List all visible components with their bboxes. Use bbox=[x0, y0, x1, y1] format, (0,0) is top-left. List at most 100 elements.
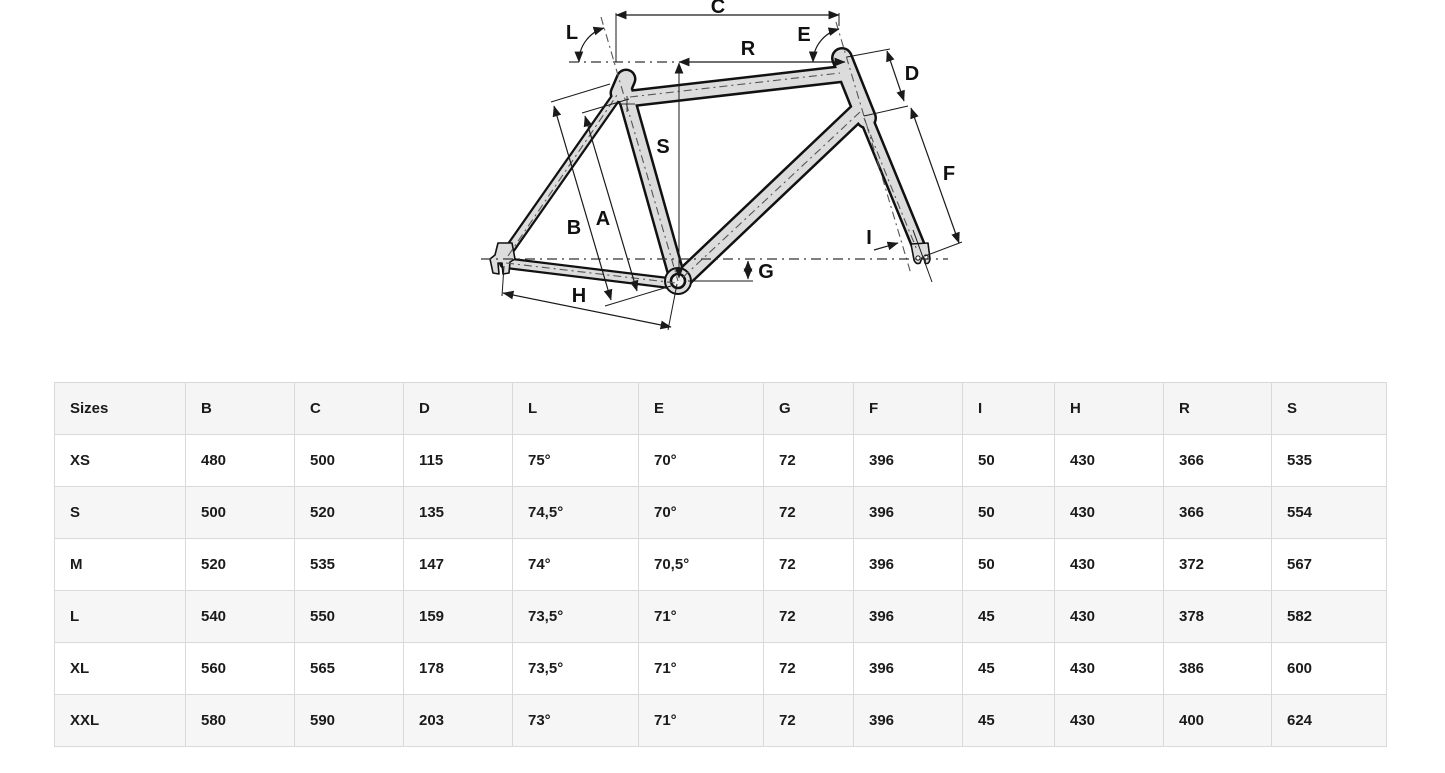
label-R: R bbox=[741, 38, 756, 60]
value-cell: 600 bbox=[1271, 642, 1387, 695]
table-row-l: L 540 550 159 73,5° 71° 72 396 45 430 37… bbox=[54, 590, 1387, 643]
value-cell: 550 bbox=[294, 590, 404, 643]
rear-dropout bbox=[489, 242, 516, 275]
value-cell: 135 bbox=[403, 486, 513, 539]
dimension-A bbox=[581, 98, 639, 292]
column-header-e: E bbox=[638, 382, 764, 435]
column-header-g: G bbox=[763, 382, 854, 435]
dimension-C bbox=[615, 10, 840, 62]
value-cell: 71° bbox=[638, 642, 764, 695]
label-C: C bbox=[711, 0, 725, 18]
value-cell: 396 bbox=[853, 642, 963, 695]
value-cell: 72 bbox=[763, 694, 854, 747]
front-dropout-hole-left bbox=[915, 255, 921, 261]
value-cell: 565 bbox=[294, 642, 404, 695]
value-cell: 73,5° bbox=[512, 590, 639, 643]
frame-fill bbox=[501, 49, 926, 288]
value-cell: 400 bbox=[1163, 694, 1272, 747]
value-cell: 366 bbox=[1163, 434, 1272, 487]
value-cell: 560 bbox=[185, 642, 295, 695]
frame-geometry-svg: C L R E D F S B A H G I bbox=[481, 0, 963, 331]
value-cell: 430 bbox=[1054, 538, 1164, 591]
dimension-H bbox=[501, 265, 678, 331]
value-cell: 396 bbox=[853, 486, 963, 539]
label-E: E bbox=[797, 24, 810, 46]
table-row-m: M 520 535 147 74° 70,5° 72 396 50 430 37… bbox=[54, 538, 1387, 591]
value-cell: 115 bbox=[403, 434, 513, 487]
value-cell: 590 bbox=[294, 694, 404, 747]
value-cell: 500 bbox=[294, 434, 404, 487]
column-header-f: F bbox=[853, 382, 963, 435]
label-D: D bbox=[905, 63, 919, 85]
value-cell: 535 bbox=[294, 538, 404, 591]
value-cell: 500 bbox=[185, 486, 295, 539]
value-cell: 147 bbox=[403, 538, 513, 591]
value-cell: 580 bbox=[185, 694, 295, 747]
table-row-xl: XL 560 565 178 73,5° 71° 72 396 45 430 3… bbox=[54, 642, 1387, 695]
dimension-D bbox=[846, 48, 909, 117]
value-cell: 72 bbox=[763, 590, 854, 643]
label-F: F bbox=[943, 163, 955, 185]
value-cell: 72 bbox=[763, 642, 854, 695]
value-cell: 45 bbox=[962, 590, 1055, 643]
value-cell: 50 bbox=[962, 434, 1055, 487]
value-cell: 386 bbox=[1163, 642, 1272, 695]
value-cell: 554 bbox=[1271, 486, 1387, 539]
value-cell: 178 bbox=[403, 642, 513, 695]
value-cell: 70,5° bbox=[638, 538, 764, 591]
column-header-d: D bbox=[403, 382, 513, 435]
value-cell: 396 bbox=[853, 538, 963, 591]
value-cell: 396 bbox=[853, 694, 963, 747]
value-cell: 71° bbox=[638, 590, 764, 643]
value-cell: 159 bbox=[403, 590, 513, 643]
dimension-G bbox=[688, 260, 753, 282]
dimension-E-arc bbox=[808, 27, 840, 63]
column-header-r: R bbox=[1163, 382, 1272, 435]
front-dropout bbox=[910, 242, 931, 265]
value-cell: 540 bbox=[185, 590, 295, 643]
value-cell: 45 bbox=[962, 642, 1055, 695]
value-cell: 72 bbox=[763, 486, 854, 539]
table-row-s: S 500 520 135 74,5° 70° 72 396 50 430 36… bbox=[54, 486, 1387, 539]
value-cell: 70° bbox=[638, 486, 764, 539]
value-cell: 70° bbox=[638, 434, 764, 487]
value-cell: 567 bbox=[1271, 538, 1387, 591]
value-cell: 430 bbox=[1054, 590, 1164, 643]
label-G: G bbox=[758, 261, 774, 283]
value-cell: 74° bbox=[512, 538, 639, 591]
value-cell: 480 bbox=[185, 434, 295, 487]
table-row-xs: XS 480 500 115 75° 70° 72 396 50 430 366… bbox=[54, 434, 1387, 487]
column-header-h: H bbox=[1054, 382, 1164, 435]
seat-cluster-tick bbox=[619, 96, 635, 112]
column-header-l: L bbox=[512, 382, 639, 435]
value-cell: 71° bbox=[638, 694, 764, 747]
column-header-c: C bbox=[294, 382, 404, 435]
size-cell: XXL bbox=[54, 694, 186, 747]
label-S: S bbox=[656, 136, 669, 158]
value-cell: 535 bbox=[1271, 434, 1387, 487]
value-cell: 73° bbox=[512, 694, 639, 747]
value-cell: 372 bbox=[1163, 538, 1272, 591]
size-cell: XL bbox=[54, 642, 186, 695]
label-I: I bbox=[866, 227, 872, 249]
table-row-xxl: XXL 580 590 203 73° 71° 72 396 45 430 40… bbox=[54, 694, 1387, 747]
value-cell: 75° bbox=[512, 434, 639, 487]
value-cell: 50 bbox=[962, 486, 1055, 539]
label-B: B bbox=[567, 217, 581, 239]
dimension-L-arc bbox=[574, 26, 605, 63]
dimension-I bbox=[873, 229, 933, 283]
label-A: A bbox=[596, 208, 610, 230]
size-cell: XS bbox=[54, 434, 186, 487]
value-cell: 582 bbox=[1271, 590, 1387, 643]
value-cell: 72 bbox=[763, 434, 854, 487]
value-cell: 73,5° bbox=[512, 642, 639, 695]
value-cell: 74,5° bbox=[512, 486, 639, 539]
value-cell: 520 bbox=[294, 486, 404, 539]
geometry-table: Sizes B C D L E G F I H R S XS 480 500 1… bbox=[54, 382, 1387, 747]
value-cell: 430 bbox=[1054, 434, 1164, 487]
value-cell: 520 bbox=[185, 538, 295, 591]
value-cell: 396 bbox=[853, 434, 963, 487]
value-cell: 378 bbox=[1163, 590, 1272, 643]
column-header-sizes: Sizes bbox=[54, 382, 186, 435]
